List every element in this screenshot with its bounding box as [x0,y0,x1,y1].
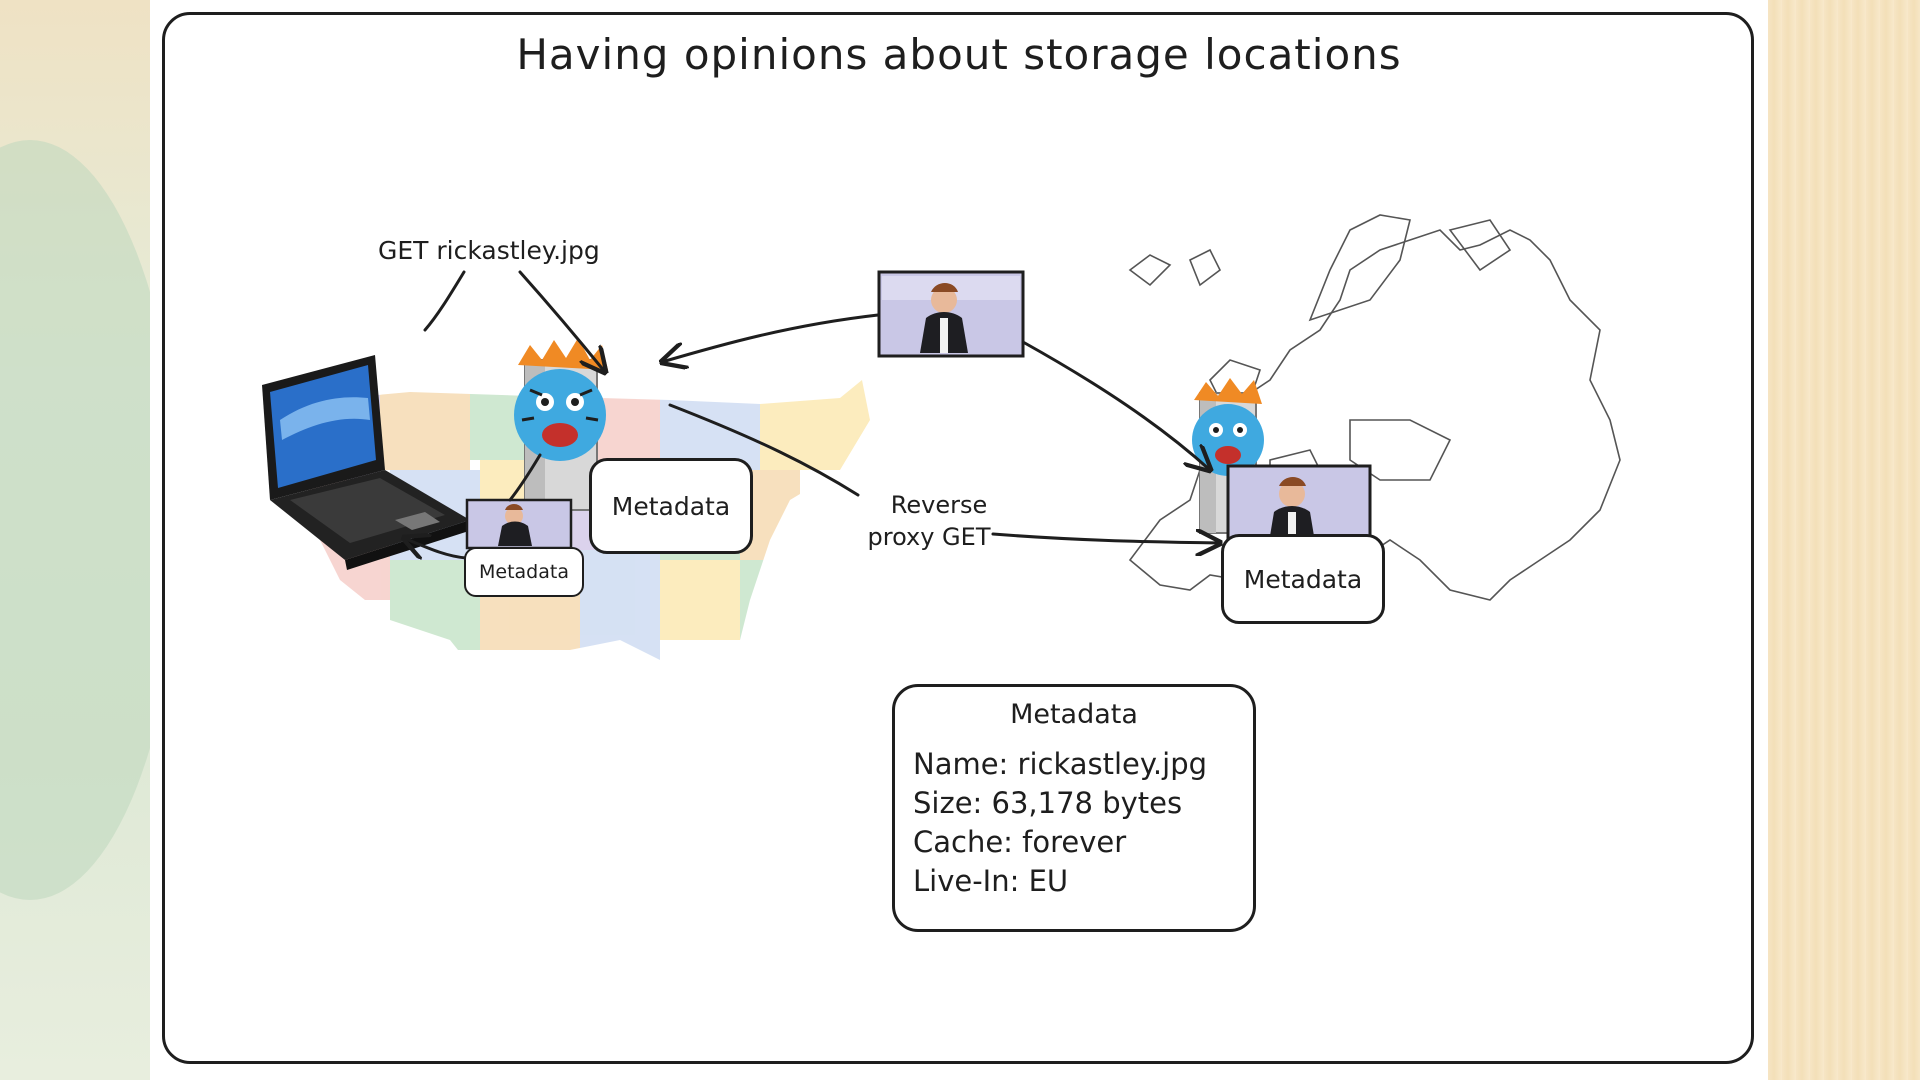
photo-thumbnail-icon [465,498,573,550]
diagram-canvas [262,214,1621,700]
proxy-label-line1: Reverse [890,491,988,519]
request-arrow-to-us-server [518,270,605,372]
arrow-cache-to-laptop [404,538,468,558]
laptop-icon [262,355,472,570]
metadata-live-in: Live-In: EU [913,864,1069,898]
eu-server-metadata-label: Metadata [1243,564,1363,594]
request-line-to-laptop [423,270,466,332]
client-cache-metadata-box: Metadata [464,547,584,597]
slide-frame [162,12,1754,1064]
tiger-mascot-icon [514,338,608,461]
line-us-server-to-cache [508,453,542,502]
metadata-size: Size: 63,178 bytes [913,786,1183,820]
request-label: GET rickastley.jpg [378,236,600,265]
background-left-decoration [0,0,150,1080]
metadata-cache: Cache: forever [913,825,1127,859]
metadata-name: Name: rickastley.jpg [913,747,1208,781]
photo-thumbnail-icon [877,270,1025,358]
line-us-server-to-proxy-label [668,403,860,497]
connector-lines [404,270,1220,558]
us-server-metadata-label: Metadata [611,491,731,521]
metadata-detail-box: Metadata Name: rickastley.jpg Size: 63,1… [892,684,1256,932]
line-photo-to-eu-server [1021,340,1210,470]
tiger-mascot-icon [1192,378,1264,476]
eu-server-metadata-box: Metadata [1221,534,1385,624]
us-server-metadata-box: Metadata [589,458,753,554]
background-right-decoration [1768,0,1920,1080]
arrow-photo-to-us-server [662,313,880,362]
proxy-label-line2: proxy GET [867,523,991,551]
client-cache-metadata-label: Metadata [479,561,569,583]
slide: Having opinions about storage locations [150,0,1768,1080]
metadata-detail-title: Metadata [1010,699,1138,730]
arrow-proxy-to-eu-server [991,534,1220,543]
slide-title: Having opinions about storage locations [516,30,1402,79]
